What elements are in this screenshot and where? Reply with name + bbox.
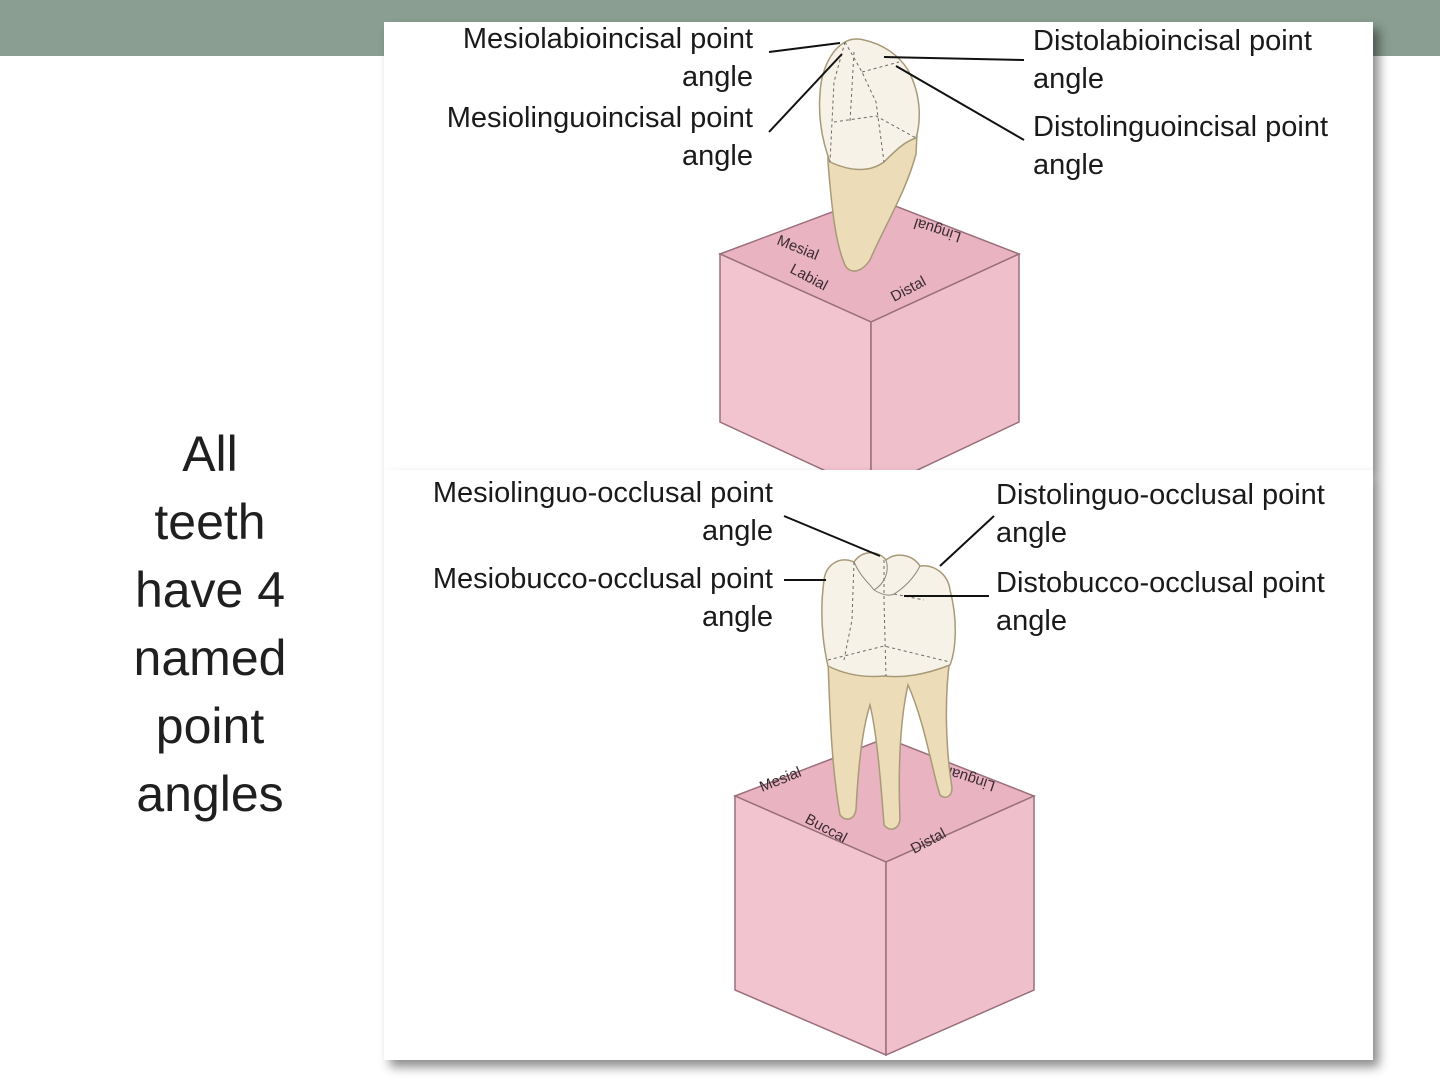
caption-line: named bbox=[133, 630, 287, 686]
label-line: Mesiobucco-occlusal point bbox=[432, 563, 773, 595]
label-line: Mesiolinguo-occlusal point bbox=[432, 477, 773, 509]
cube-right-face bbox=[885, 794, 1035, 1057]
label-mesiobucco-occlusal: Mesiobucco-occlusal point angle bbox=[433, 560, 773, 636]
molar-diagram-panel: Mesial Lingual Buccal Distal Mesioling bbox=[384, 470, 1373, 1060]
label-line: angle bbox=[702, 515, 773, 547]
label-line: Mesiolinguoincisal point bbox=[446, 102, 753, 134]
label-mesiolinguoincisal: Mesiolinguoincisal point angle bbox=[447, 99, 753, 175]
label-mesiolinguo-occlusal: Mesiolinguo-occlusal point angle bbox=[433, 474, 773, 550]
molar-root bbox=[827, 657, 953, 830]
label-line: Mesiolabioincisal point bbox=[462, 23, 753, 55]
incisor-diagram-panel: Mesial Lingual Labial Distal Mesiolabioi… bbox=[384, 22, 1373, 470]
label-line: angle bbox=[996, 517, 1067, 549]
incisor-illustration: Mesial Lingual Labial Distal bbox=[718, 38, 1025, 470]
label-line: angle bbox=[682, 61, 753, 93]
caption-line: All bbox=[182, 426, 238, 482]
caption-line: have 4 bbox=[134, 562, 286, 618]
label-line: angle bbox=[1033, 149, 1104, 181]
cube-left-face bbox=[719, 252, 872, 470]
label-distolabioincisal: Distolabioincisal point angle bbox=[1033, 22, 1312, 98]
label-line: Distobucco-occlusal point bbox=[996, 567, 1325, 599]
cube-right-face bbox=[870, 252, 1020, 470]
label-line: Distolinguoincisal point bbox=[1033, 111, 1328, 143]
caption-line: angles bbox=[136, 766, 284, 822]
label-line: angle bbox=[1033, 63, 1104, 95]
label-distolinguoincisal: Distolinguoincisal point angle bbox=[1033, 108, 1328, 184]
molar-illustration: Mesial Lingual Buccal Distal bbox=[733, 515, 1036, 1057]
incisor-crown bbox=[818, 38, 921, 171]
caption-line: point bbox=[155, 698, 265, 754]
label-line: angle bbox=[702, 601, 773, 633]
label-line: Distolinguo-occlusal point bbox=[996, 479, 1325, 511]
label-line: Distolabioincisal point bbox=[1033, 25, 1312, 57]
label-distolinguo-occlusal: Distolinguo-occlusal point angle bbox=[996, 476, 1325, 552]
label-line: angle bbox=[682, 140, 753, 172]
label-mesiolabioincisal: Mesiolabioincisal point angle bbox=[463, 20, 753, 96]
label-distobucco-occlusal: Distobucco-occlusal point angle bbox=[996, 564, 1325, 640]
molar-crown bbox=[821, 552, 957, 678]
slide-caption: All teeth have 4 named point angles bbox=[90, 420, 330, 828]
label-line: angle bbox=[996, 605, 1067, 637]
caption-line: teeth bbox=[154, 494, 266, 550]
